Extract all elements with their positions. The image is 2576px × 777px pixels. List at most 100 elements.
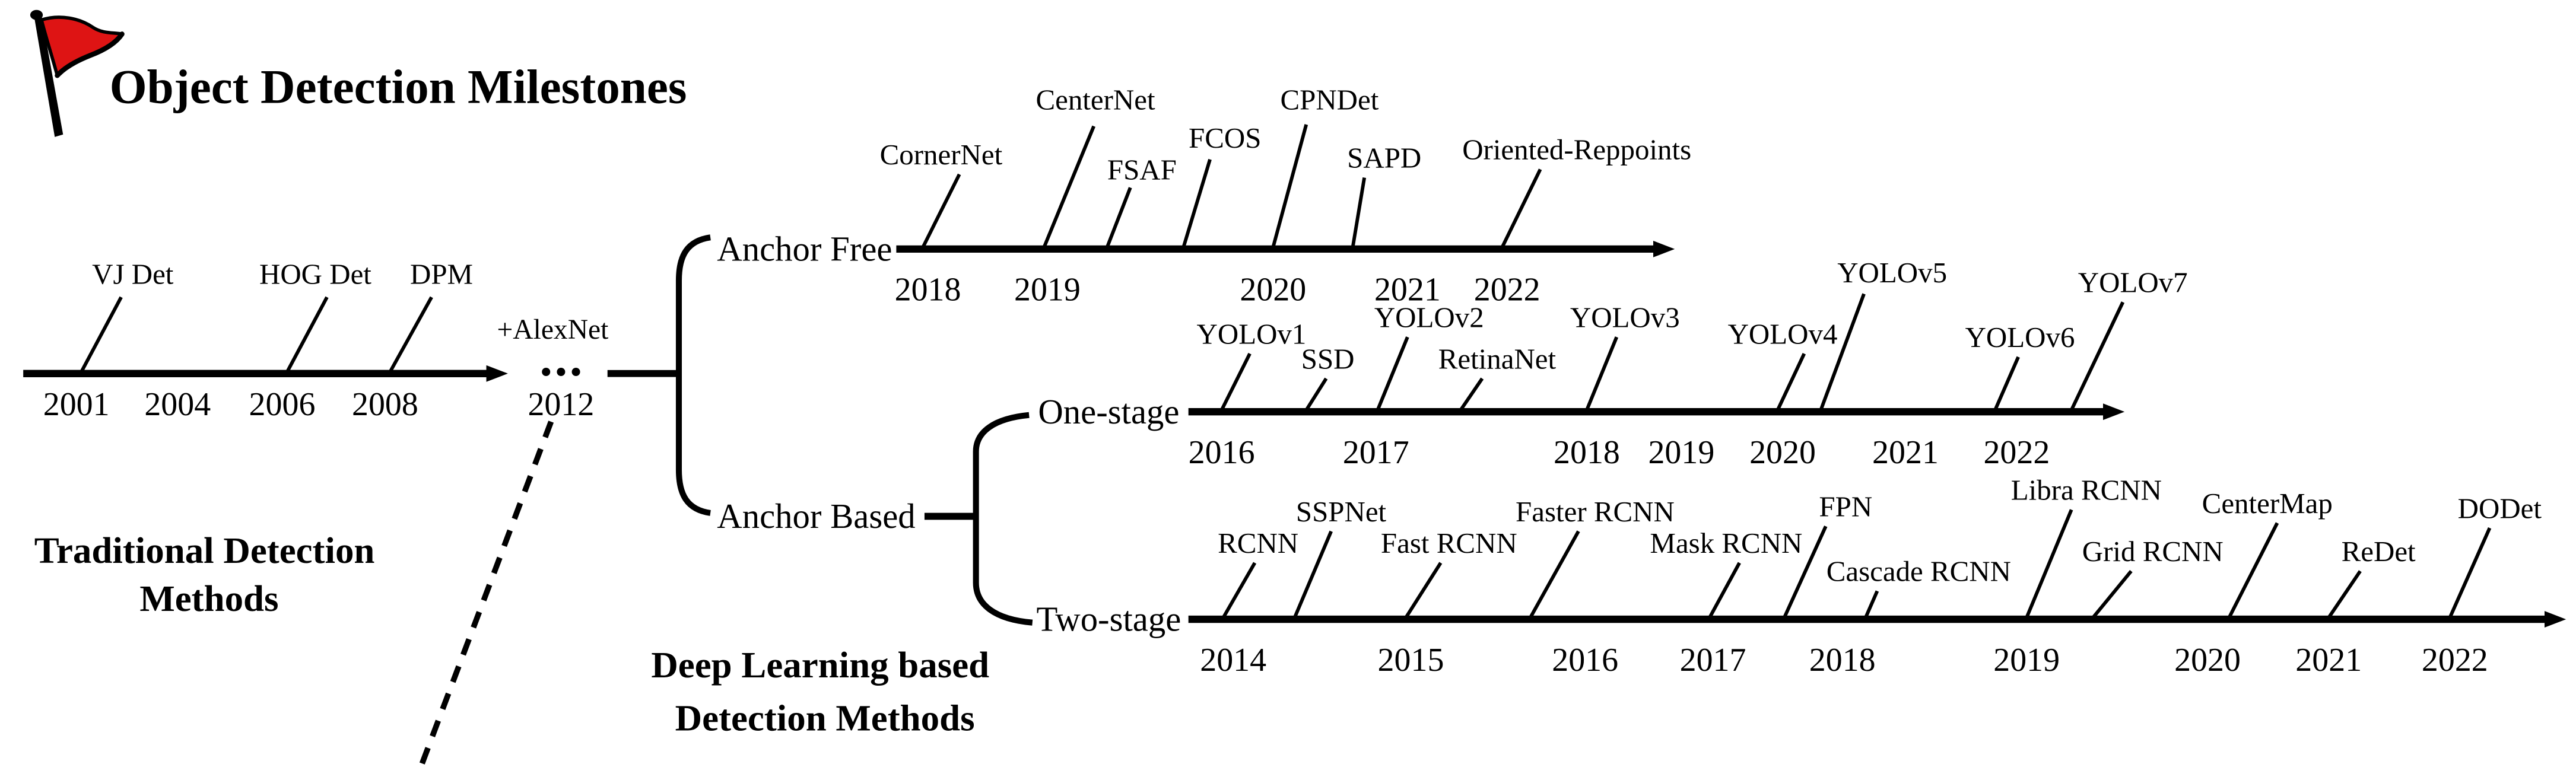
- two-stage-year-label: 2015: [1378, 642, 1444, 679]
- anchor-free-milestone-label: CornerNet: [880, 138, 1003, 171]
- anchor-free-milestone-tick: [1351, 177, 1367, 248]
- era-label-deep-line1: Deep Learning based: [651, 644, 989, 686]
- one-stage-year-label: 2019: [1648, 434, 1714, 471]
- two-stage-milestone-label: Libra RCNN: [2011, 474, 2162, 507]
- branch-label-anchor-based: Anchor Based: [717, 497, 915, 536]
- traditional-milestone-tick: [285, 296, 329, 373]
- one-stage-milestone-tick: [1219, 352, 1252, 411]
- anchor-split-bracket: [675, 234, 712, 516]
- traditional-year-label: 2004: [144, 386, 211, 423]
- one-stage-milestone-tick: [2070, 301, 2125, 411]
- anchor-free-milestone-label: CenterNet: [1036, 84, 1155, 116]
- anchor-free-milestone-tick: [1105, 187, 1132, 249]
- traditional-milestone-tick: [80, 296, 123, 373]
- two-stage-year-label: 2019: [1993, 642, 2060, 679]
- two-stage-milestone-tick: [2448, 527, 2492, 619]
- era-divider-dashed-line: [415, 421, 554, 775]
- one-stage-milestone-label: YOLOv4: [1728, 317, 1838, 350]
- anchor-free-year-label: 2022: [1474, 272, 1540, 308]
- two-stage-milestone-label: SSPNet: [1296, 495, 1387, 528]
- red-flag-icon: [30, 9, 125, 137]
- two-stage-year-label: 2018: [1809, 642, 1876, 679]
- era-label-traditional: Traditional Detection Methods: [34, 530, 384, 619]
- page-title: Object Detection Milestones: [110, 60, 687, 114]
- one-stage-milestone-label: SSD: [1301, 342, 1355, 375]
- two-stage-milestone-tick: [1221, 562, 1257, 619]
- one-stage-year-label: 2017: [1343, 434, 1409, 471]
- two-stage-milestone-label: DODet: [2458, 492, 2542, 524]
- two-stage-milestone-label: ReDet: [2342, 535, 2416, 568]
- two-stage-milestone-tick: [1292, 530, 1333, 619]
- two-stage-year-label: 2022: [2422, 642, 2488, 679]
- flag-cloth-outline: [55, 31, 125, 78]
- one-stage-milestone-tick: [1993, 356, 2020, 411]
- anchor-free-milestone-label: SAPD: [1347, 142, 1421, 174]
- era-label-traditional-line2: Methods: [139, 578, 278, 619]
- anchor-free-year-label: 2019: [1014, 272, 1081, 308]
- two-stage-year-label: 2020: [2174, 642, 2241, 679]
- traditional-year-label: 2012: [528, 386, 594, 423]
- one-stage-year-label: 2018: [1554, 434, 1620, 471]
- era-label-deep-line2: Detection Methods: [675, 698, 975, 739]
- two-stage-milestone-label: Grid RCNN: [2082, 535, 2224, 568]
- branch-label-one-stage: One-stage: [1038, 393, 1179, 431]
- one-stage-milestone-tick: [1819, 293, 1866, 411]
- traditional-year-label: 2006: [249, 386, 316, 423]
- two-stage-milestone-label: RCNN: [1218, 527, 1298, 559]
- two-stage-milestone-tick: [1529, 530, 1580, 619]
- one-stage-milestone-tick: [1585, 336, 1619, 411]
- two-stage-milestone-tick: [1783, 526, 1828, 619]
- one-stage-milestone-label: YOLOv1: [1197, 317, 1307, 350]
- two-stage-milestone-label: Faster RCNN: [1516, 495, 1675, 528]
- traditional-year-label: 2001: [43, 386, 110, 423]
- traditional-ellipsis-dot: [542, 368, 551, 377]
- one-stage-milestone-tick: [1304, 377, 1328, 411]
- anchor-free-milestone-tick: [921, 173, 961, 249]
- one-stage-milestone-label: YOLOv6: [1965, 321, 2075, 354]
- two-stage-milestone-label: Cascade RCNN: [1827, 555, 2011, 588]
- one-stage-milestone-label: YOLOv2: [1374, 301, 1484, 333]
- one-stage-milestone-label: YOLOv3: [1570, 301, 1680, 333]
- timeline-two-stage: Two-stage 2014 2015 2016 2017 2018 2019 2020 202…: [1037, 474, 2567, 679]
- traditional-milestone-tick: [388, 296, 433, 373]
- anchor-free-year-label: 2018: [895, 272, 961, 308]
- anchor-free-milestone-tick: [1271, 124, 1308, 248]
- anchor-free-year-label: 2020: [1240, 272, 1306, 308]
- two-stage-milestone-tick: [1864, 590, 1879, 619]
- one-stage-year-label: 2022: [1983, 434, 2050, 471]
- anchor-free-year-label: 2021: [1374, 272, 1441, 308]
- traditional-milestone-label: DPM: [410, 258, 473, 291]
- stage-split-bracket: [973, 412, 1033, 626]
- two-stage-milestone-label: Mask RCNN: [1650, 527, 1802, 559]
- one-stage-year-label: 2016: [1189, 434, 1255, 471]
- anchor-free-milestone-label: CPNDet: [1280, 84, 1378, 116]
- branch-label-two-stage: Two-stage: [1037, 600, 1181, 639]
- anchor-free-milestone-label: Oriented-Reppoints: [1462, 133, 1691, 166]
- era-label-traditional-line1: Traditional Detection: [34, 530, 375, 571]
- two-stage-year-label: 2017: [1680, 642, 1746, 679]
- one-stage-milestone-tick: [1459, 377, 1484, 412]
- one-stage-milestone-label: YOLOv5: [1837, 256, 1947, 289]
- two-stage-year-label: 2014: [1200, 642, 1266, 679]
- traditional-year-label: 2008: [352, 386, 418, 423]
- two-stage-milestone-tick: [2327, 570, 2362, 619]
- two-stage-milestone-label: Fast RCNN: [1381, 527, 1517, 559]
- one-stage-milestone-tick: [1376, 336, 1409, 411]
- two-stage-milestone-tick: [2091, 570, 2133, 619]
- two-stage-year-label: 2016: [1552, 642, 1618, 679]
- anchor-free-milestone-label: FCOS: [1189, 122, 1261, 154]
- two-stage-milestone-label: FPN: [1819, 491, 1872, 523]
- anchor-free-milestone-tick: [1181, 158, 1212, 248]
- two-stage-milestone-tick: [2227, 522, 2279, 619]
- one-stage-milestone-label: YOLOv7: [2078, 266, 2188, 299]
- two-stage-milestone-tick: [1708, 562, 1741, 619]
- traditional-note-label: +AlexNet: [497, 314, 609, 345]
- branch-label-anchor-free: Anchor Free: [717, 230, 892, 268]
- traditional-milestone-label: VJ Det: [92, 258, 174, 291]
- one-stage-milestone-tick: [1775, 352, 1806, 411]
- anchor-free-milestone-tick: [1042, 125, 1095, 249]
